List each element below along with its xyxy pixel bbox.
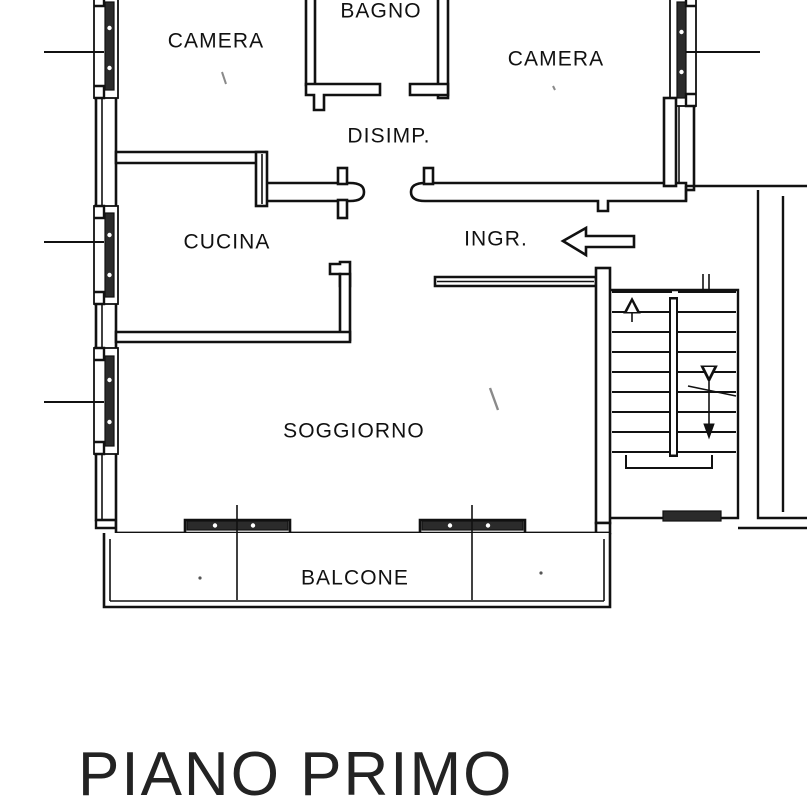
soggiorno-south-wall-group xyxy=(114,518,612,535)
window-left-3-glass xyxy=(104,355,115,447)
disimp-left-post-bottom xyxy=(336,198,349,220)
room-label-cucina: CUCINA xyxy=(183,231,270,254)
window-left-1-jamb-top xyxy=(94,0,106,8)
window-left-1 xyxy=(93,0,119,100)
window-right-1-glass xyxy=(676,1,687,99)
right-corridor xyxy=(738,190,807,530)
stairs-up-triangle-inner xyxy=(627,302,637,312)
window-left-2-jamb-top xyxy=(94,204,106,220)
speck-camera-right xyxy=(552,85,556,91)
scan-artifacts xyxy=(198,71,556,580)
cucina-top-wall xyxy=(114,150,268,165)
entrance-direction-arrow xyxy=(560,225,636,258)
window-right-1-jamb-bottom xyxy=(684,92,696,108)
disimp-wall-left-rounded xyxy=(258,181,366,203)
balcony-door-2-hinge-a xyxy=(447,523,453,528)
stair-shaft-threshold xyxy=(662,510,722,522)
room-label-soggiorno: SOGGIORNO xyxy=(283,420,425,443)
balcony-door-1-hinge-b xyxy=(250,523,256,528)
window-left-2-hinge-a xyxy=(107,232,112,238)
left-wall-window-group xyxy=(44,0,119,456)
right-wall-window-group xyxy=(669,0,760,108)
window-left-1-hinge-a xyxy=(107,25,112,31)
cucina-bottom-wall xyxy=(114,330,352,344)
interior-walls-top xyxy=(114,0,807,220)
window-left-2-hinge-b xyxy=(107,272,112,278)
window-left-3-hinge-b xyxy=(107,419,112,425)
room-label-disimp: DISIMP. xyxy=(347,125,430,148)
balcony-outline xyxy=(102,533,612,609)
room-label-balcone: BALCONE xyxy=(301,567,409,590)
window-left-3-hinge-a xyxy=(107,377,112,383)
page-title: PIANO PRIMO xyxy=(78,740,513,800)
balcony-door-1-hinge-a xyxy=(212,523,218,528)
window-left-1-jamb-bottom xyxy=(94,84,106,100)
right-corridor-inner-wall xyxy=(756,190,807,520)
speck-balcone-left xyxy=(198,576,202,580)
ingresso-corridor-wall xyxy=(409,181,688,213)
window-left-2-jamb-bottom xyxy=(94,290,106,306)
room-label-bagno: BAGNO xyxy=(340,0,421,23)
stairs-down-arrow xyxy=(687,365,737,440)
bagno-bottom-right-wall xyxy=(408,82,450,97)
corridor-right-post-top xyxy=(422,166,435,186)
window-left-1-glass xyxy=(104,1,115,91)
camera-right-east-partition xyxy=(662,96,678,188)
window-left-3-jamb-bottom xyxy=(94,440,106,456)
bagno-left-wall xyxy=(304,0,317,87)
balcony-group xyxy=(102,505,612,609)
ingresso-soggiorno-divider xyxy=(433,266,612,525)
speck-camera-left xyxy=(221,71,227,85)
window-left-2 xyxy=(93,204,119,306)
entrance-arrow-shape xyxy=(560,225,636,258)
stairs-up-arrow xyxy=(623,296,641,322)
room-label-ingr: INGR. xyxy=(464,228,528,251)
stairs-down-triangle-inner xyxy=(704,367,714,377)
stairs-down-tail-head xyxy=(703,423,715,440)
window-right-1-hinge-a xyxy=(679,29,684,35)
disimp-left-post-top xyxy=(336,166,349,186)
stair-shaft-west-wall xyxy=(594,266,612,525)
speck-soggiorno xyxy=(488,387,500,411)
room-label-camera-left: CAMERA xyxy=(168,30,264,53)
room-label-group: CAMERA BAGNO CAMERA DISIMP. CUCINA INGR.… xyxy=(168,0,604,590)
speck-balcone-right xyxy=(539,571,543,575)
window-right-1-hinge-b xyxy=(679,69,684,75)
bagno-bottom-left-wall xyxy=(304,82,382,112)
window-left-2-glass xyxy=(104,212,115,298)
window-right-1-jamb-top xyxy=(684,0,696,8)
stair-flight-left xyxy=(612,291,672,453)
stair-landing-outline xyxy=(625,455,713,469)
stair-handrail-core xyxy=(670,298,677,456)
balcony-door-2-hinge-b xyxy=(485,523,491,528)
cucina-soggiorno-divider xyxy=(114,260,352,344)
stairs-break-line xyxy=(687,385,737,397)
window-left-3-jamb-top xyxy=(94,346,106,362)
staircase-group xyxy=(610,274,740,522)
window-left-1-hinge-b xyxy=(107,65,112,71)
cucina-divider-vertical xyxy=(338,272,352,342)
bagno-right-wall xyxy=(436,0,450,100)
room-label-camera-right: CAMERA xyxy=(508,48,604,71)
